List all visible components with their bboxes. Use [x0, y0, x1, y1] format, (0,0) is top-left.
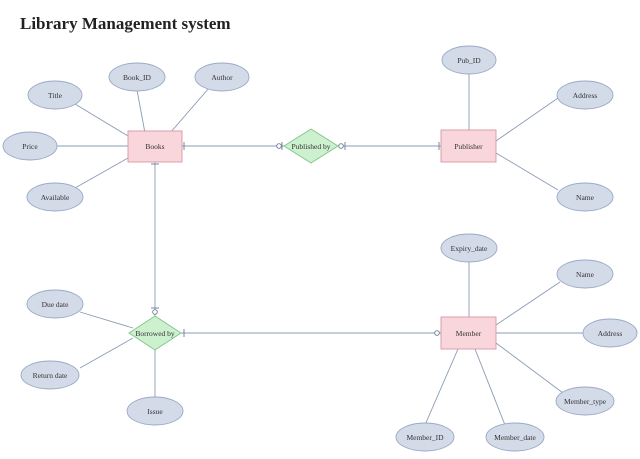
attribute-author-label: Author [211, 73, 233, 82]
attribute-member-name-label: Name [576, 270, 595, 279]
attribute-return-date-label: Return date [33, 371, 68, 380]
attribute-member-date[interactable]: Member_date [485, 422, 545, 452]
relationship-borrowed-by-label: Borrowed by [135, 329, 175, 338]
attribute-book-id[interactable]: Book_ID [108, 62, 166, 92]
edge-books-title [74, 103, 129, 137]
attribute-issue-label: Issue [147, 407, 163, 416]
edge-member-member-date [474, 348, 506, 426]
attribute-issue[interactable]: Issue [126, 396, 184, 426]
cardinality-markers [151, 142, 442, 337]
entity-member[interactable]: Member [440, 316, 497, 350]
attribute-price[interactable]: Price [2, 131, 58, 161]
entity-publisher[interactable]: Publisher [440, 129, 497, 163]
attribute-available[interactable]: Available [26, 182, 84, 212]
marker-borrowed-top-circle [152, 309, 158, 315]
entity-member-label: Member [456, 329, 482, 338]
diagram-title: Library Management system [20, 14, 231, 33]
entity-books[interactable]: Books [127, 130, 183, 163]
edge-books-book-id [136, 89, 146, 134]
edge-member-member-type [495, 342, 564, 394]
edge-publisher-address [495, 97, 559, 142]
edge-borrowed-return-date [79, 337, 134, 369]
attribute-member-address[interactable]: Address [582, 318, 638, 348]
attribute-return-date[interactable]: Return date [20, 360, 80, 390]
attribute-due-date-label: Due date [42, 300, 70, 309]
attribute-member-id[interactable]: Member_ID [395, 422, 455, 452]
attribute-publisher-address[interactable]: Address [556, 80, 614, 110]
attribute-member-name[interactable]: Name [556, 259, 614, 289]
attribute-author[interactable]: Author [194, 62, 250, 92]
attribute-expiry-date[interactable]: Expiry_date [440, 233, 498, 263]
attribute-member-id-label: Member_ID [406, 433, 444, 442]
attribute-publisher-name[interactable]: Name [556, 182, 614, 212]
attribute-book-id-label: Book_ID [123, 73, 152, 82]
marker-published-left-circle [276, 143, 282, 149]
attribute-member-address-label: Address [598, 329, 623, 338]
attribute-member-date-label: Member_date [494, 433, 536, 442]
edge-books-author [169, 87, 210, 134]
attribute-publisher-name-label: Name [576, 193, 595, 202]
edge-member-name [495, 281, 561, 326]
attribute-publisher-address-label: Address [573, 91, 598, 100]
attribute-pub-id-label: Pub_ID [457, 56, 481, 65]
attribute-price-label: Price [22, 142, 38, 151]
attribute-title-label: Title [48, 91, 63, 100]
attribute-pub-id[interactable]: Pub_ID [441, 45, 497, 75]
entity-books-label: Books [145, 142, 164, 151]
connector-lines [56, 74, 583, 426]
edge-member-member-id [424, 348, 459, 426]
entity-publisher-label: Publisher [454, 142, 483, 151]
relationship-published-by-label: Published by [292, 142, 331, 151]
edge-books-available [74, 157, 129, 189]
attribute-available-label: Available [41, 193, 70, 202]
attribute-title[interactable]: Title [27, 80, 83, 110]
edge-publisher-name [495, 152, 559, 191]
relationship-published-by[interactable]: Published by [283, 128, 339, 164]
attribute-member-type-label: Member_type [564, 397, 607, 406]
attribute-due-date[interactable]: Due date [26, 289, 84, 319]
marker-member-left-circle [434, 330, 440, 336]
attribute-member-type[interactable]: Member_type [555, 386, 615, 416]
relationship-borrowed-by[interactable]: Borrowed by [128, 315, 182, 351]
marker-published-right-circle [338, 143, 344, 149]
attribute-expiry-date-label: Expiry_date [451, 244, 488, 253]
edge-borrowed-due-date [79, 311, 134, 329]
